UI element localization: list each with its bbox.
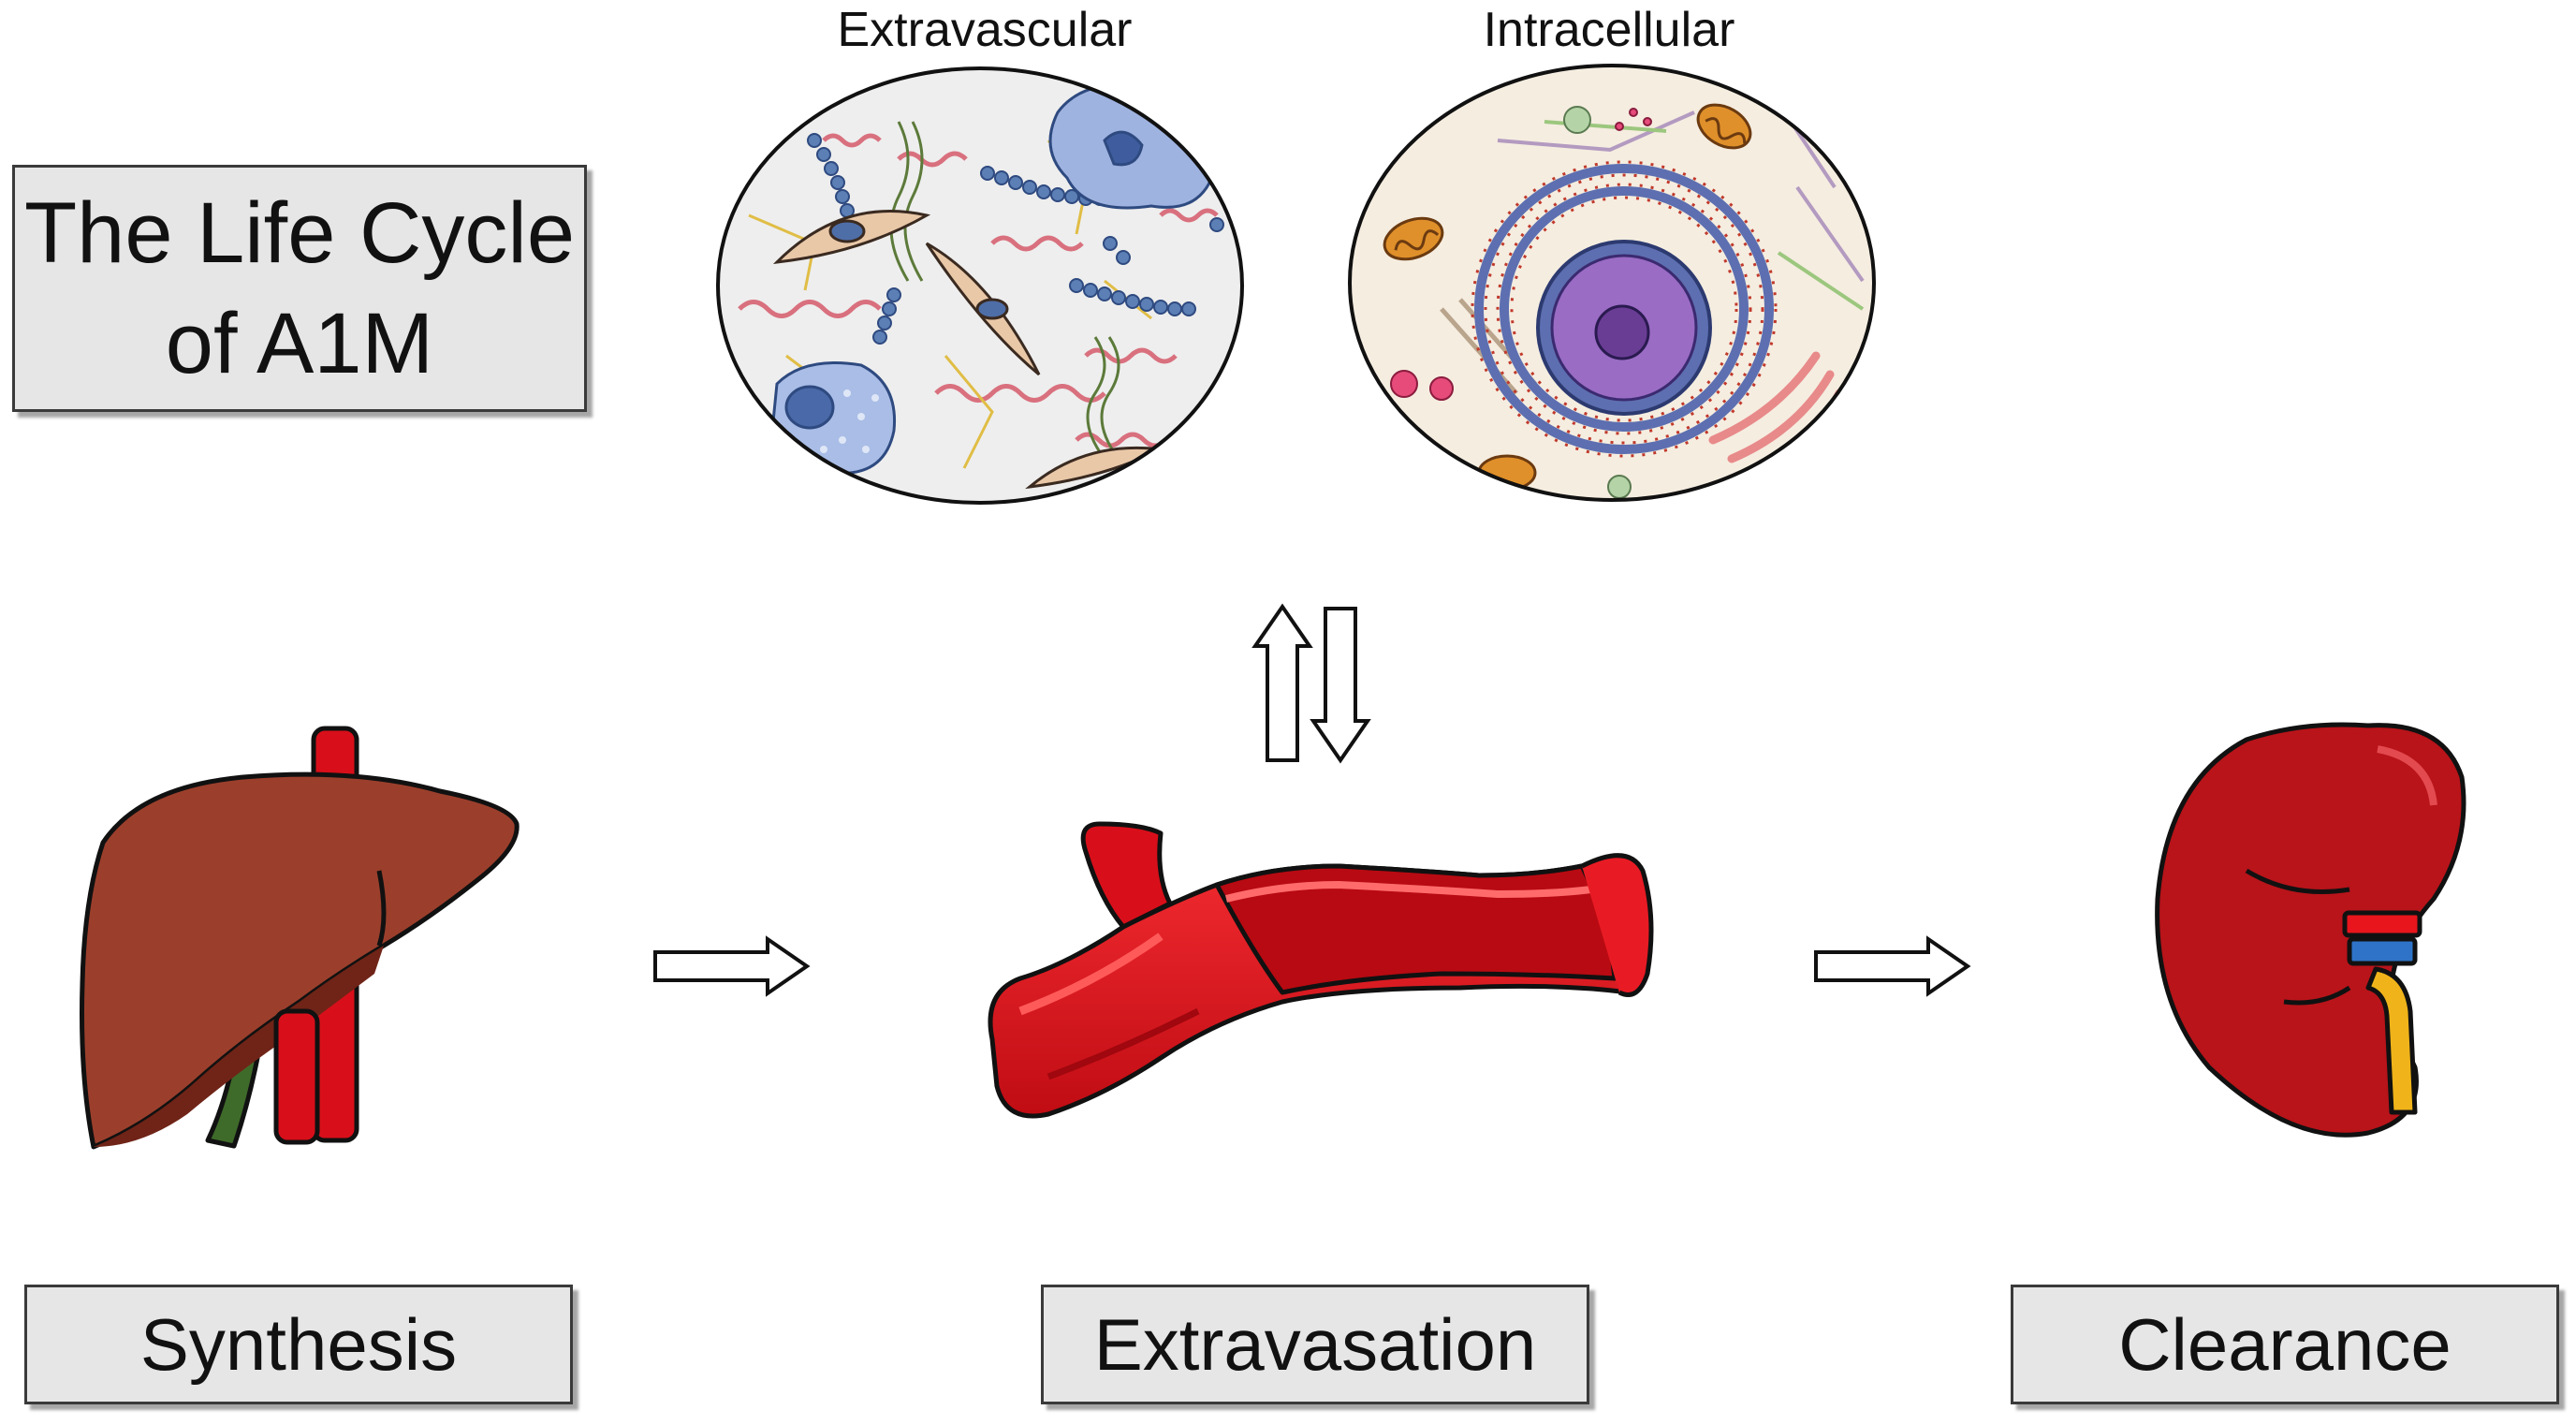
- extravascular-view: [716, 66, 1244, 505]
- liver-icon: [80, 726, 520, 1150]
- synthesis-label: Synthesis: [24, 1285, 573, 1404]
- blood-vessel-icon: [988, 821, 1654, 1119]
- diagram-title: The Life Cycle of A1M: [12, 165, 587, 412]
- down-arrow-icon: [1310, 607, 1371, 764]
- title-line-2: of A1M: [165, 296, 434, 391]
- intracellular-label: Intracellular: [1483, 3, 1735, 57]
- extravasation-label: Extravasation: [1041, 1285, 1589, 1404]
- up-arrow-icon: [1251, 603, 1313, 762]
- right-arrow-icon: [653, 935, 811, 997]
- intracellular-view: [1348, 64, 1876, 502]
- title-line-1: The Life Cycle: [23, 185, 576, 281]
- kidney-icon: [2155, 722, 2466, 1138]
- extravascular-label: Extravascular: [837, 3, 1133, 57]
- right-arrow-icon: [1814, 935, 1971, 997]
- equilibrium-arrows: [1251, 603, 1371, 764]
- flow-arrows: [653, 935, 1971, 997]
- clearance-label: Clearance: [2011, 1285, 2559, 1404]
